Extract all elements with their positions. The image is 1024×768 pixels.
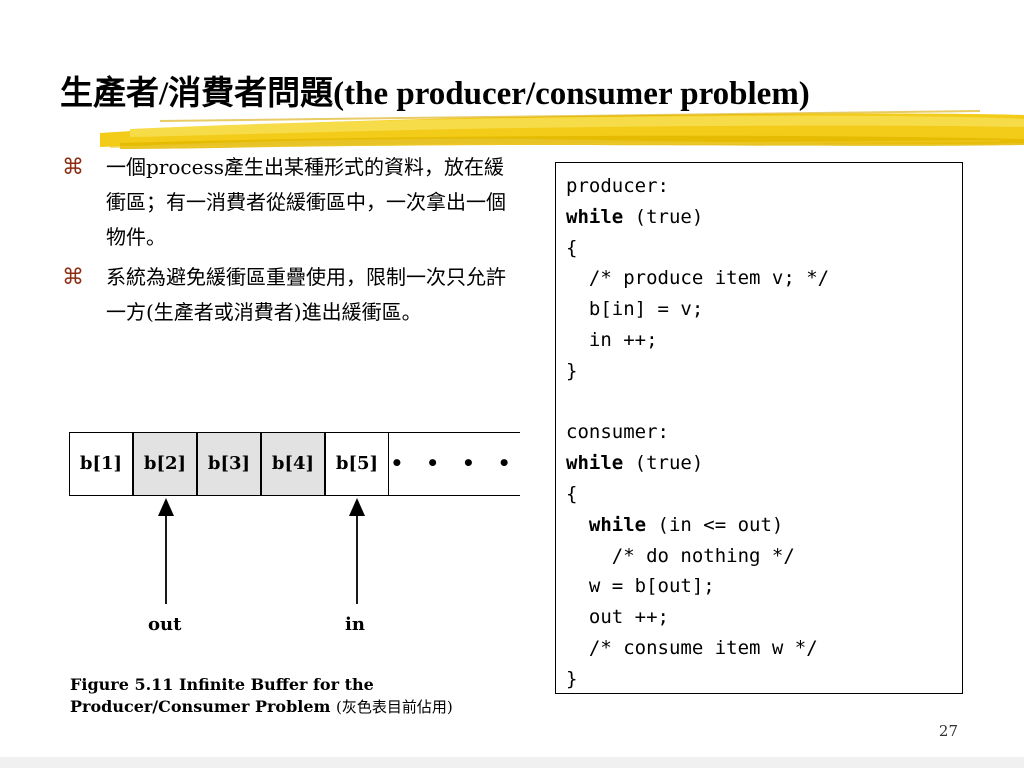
out-arrow-head xyxy=(158,498,174,516)
buffer-cell: b[5] xyxy=(325,432,389,496)
code-keyword: while xyxy=(566,452,624,475)
in-pointer-label: in xyxy=(345,614,365,635)
code-listing: producer: while (true) { /* produce item… xyxy=(555,162,963,694)
in-arrow-head xyxy=(349,498,365,516)
caption-note: (灰色表目前佔用) xyxy=(336,698,453,716)
code-line: /* do nothing */ xyxy=(566,544,795,567)
code-line: out ++; xyxy=(566,606,669,629)
code-line: /* consume item w */ xyxy=(566,636,818,659)
footer-bar xyxy=(0,757,1024,768)
code-blank-line xyxy=(566,387,962,418)
code-keyword: while xyxy=(588,513,647,536)
out-pointer-label: out xyxy=(148,614,182,635)
code-line: while (true) xyxy=(566,202,962,233)
code-line: while (in <= out) xyxy=(566,510,962,541)
code-line: { xyxy=(566,236,578,259)
code-line: /* produce item v; */ xyxy=(566,267,830,290)
title-highlight-stroke xyxy=(100,110,1024,149)
code-line: } xyxy=(566,667,578,690)
code-text: (true) xyxy=(623,205,704,228)
command-symbol-icon: ⌘ xyxy=(62,265,84,290)
bullet-item: ⌘ 系統為避免緩衝區重疊使用，限制一次只允許一方(生產者或消費者)進出緩衝區。 xyxy=(62,260,512,330)
code-keyword: while xyxy=(566,205,624,228)
buffer-cell-occupied: b[3] xyxy=(197,432,261,496)
code-line: } xyxy=(566,359,578,382)
buffer-continuation: • • • • xyxy=(388,432,520,496)
command-symbol-icon: ⌘ xyxy=(62,155,84,180)
buffer-cell-occupied: b[2] xyxy=(133,432,197,496)
slide-title: 生產者/消費者問題(the producer/consumer problem) xyxy=(60,76,810,112)
bullet-text: 一個process產生出某種形式的資料，放在緩衝區；有一消費者從緩衝區中，一次拿… xyxy=(106,155,506,249)
bullet-list: ⌘ 一個process產生出某種形式的資料，放在緩衝區；有一消費者從緩衝區中，一… xyxy=(62,150,512,335)
code-line: b[in] = v; xyxy=(566,298,704,321)
bullet-text: 系統為避免緩衝區重疊使用，限制一次只允許一方(生產者或消費者)進出緩衝區。 xyxy=(106,265,506,324)
page-number: 27 xyxy=(938,722,958,740)
code-line: while (true) xyxy=(566,448,962,479)
bullet-item: ⌘ 一個process產生出某種形式的資料，放在緩衝區；有一消費者從緩衝區中，一… xyxy=(62,150,512,255)
code-text: (true) xyxy=(623,452,704,475)
caption-text: Figure 5.11 Infinite Buffer for the Prod… xyxy=(70,675,374,716)
code-line: w = b[out]; xyxy=(566,575,715,598)
buffer-cell-occupied: b[4] xyxy=(261,432,325,496)
code-line: producer: xyxy=(566,175,669,197)
code-line: { xyxy=(566,482,578,505)
code-text: (in <= out) xyxy=(646,513,784,536)
buffer-cell: b[1] xyxy=(69,432,133,496)
figure-caption: Figure 5.11 Infinite Buffer for the Prod… xyxy=(70,674,550,718)
code-line: consumer: xyxy=(566,421,669,444)
code-line: in ++; xyxy=(566,328,658,351)
code-indent xyxy=(566,514,589,536)
